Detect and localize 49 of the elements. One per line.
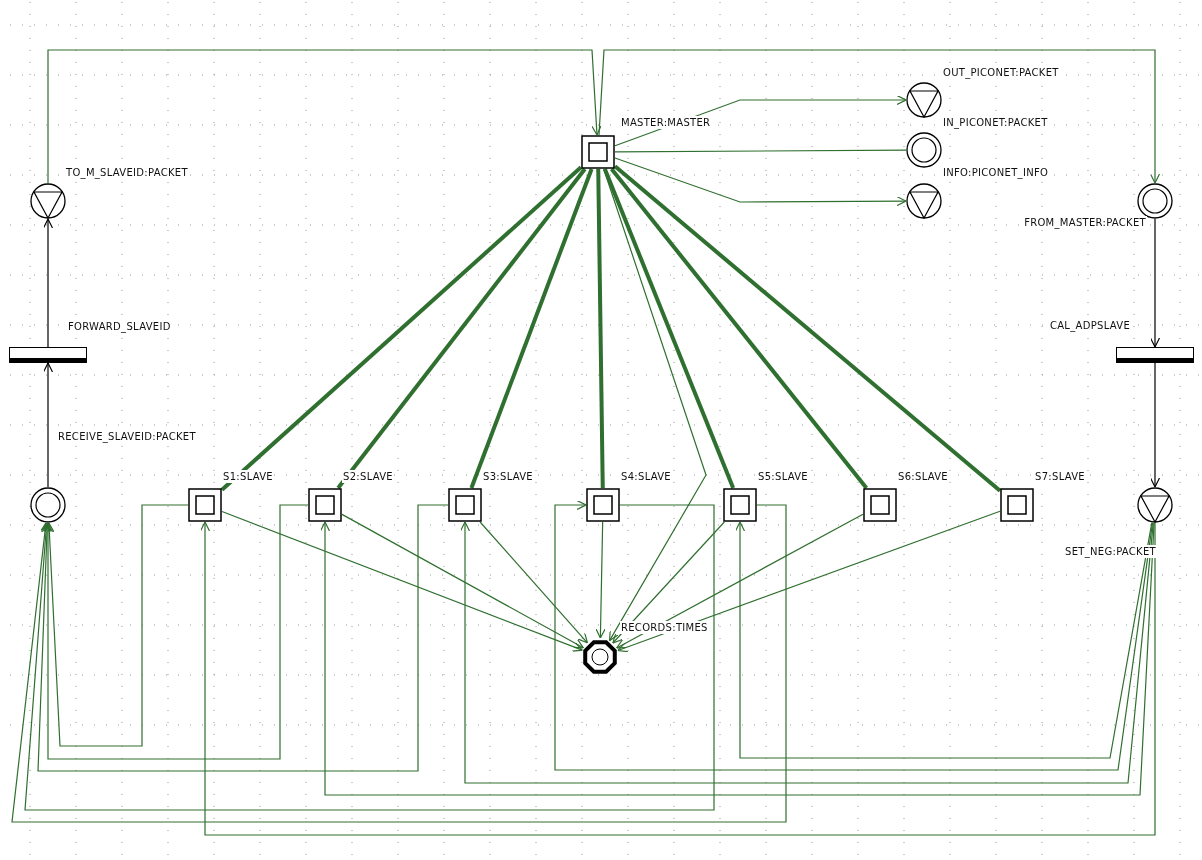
place-label: IN_PICONET:PACKET: [942, 116, 1049, 129]
place-label: INFO:PICONET_INFO: [942, 166, 1050, 179]
arrow: [603, 168, 707, 642]
arrow: [42, 504, 309, 760]
connector-line: [614, 149, 907, 153]
arrow: [341, 513, 584, 649]
place-label: RECEIVE_SLAVEID:PACKET: [57, 430, 197, 443]
arrow: [595, 521, 606, 639]
arrow: [1149, 218, 1161, 348]
arrow: [614, 94, 907, 147]
arrow: [617, 510, 1001, 653]
place-label: S2:SLAVE: [342, 470, 394, 483]
connector-line: [613, 164, 1002, 493]
arrow: [612, 521, 725, 644]
place-label: S1:SLAVE: [222, 470, 274, 483]
arrow: [598, 49, 1161, 184]
arrow: [319, 521, 1155, 796]
arrow: [554, 499, 1154, 771]
arrow: [42, 218, 54, 348]
place-label: RECORDS:TIMES: [620, 621, 709, 634]
arrow: [37, 504, 449, 772]
arrow: [47, 49, 602, 184]
place-label: SET_NEG:PACKET: [1064, 545, 1157, 558]
place-label: S5:SLAVE: [757, 470, 809, 483]
arrow: [199, 521, 1156, 836]
place-label: MASTER:MASTER: [620, 116, 712, 129]
arrow: [459, 521, 1154, 784]
place-label: CAL_ADPSLAVE: [1048, 319, 1131, 332]
place-label: FROM_MASTER:PACKET: [1023, 216, 1147, 229]
arrow: [616, 513, 864, 649]
connector-line: [603, 168, 735, 489]
place-label: S6:SLAVE: [897, 470, 949, 483]
connector-line: [220, 165, 583, 492]
place-label: FORWARD_SLAVEID: [67, 320, 172, 333]
connector-line: [469, 168, 594, 489]
arrow: [42, 362, 54, 488]
arrow: [221, 510, 583, 652]
arrow: [1149, 362, 1161, 488]
arrow: [614, 157, 907, 207]
place-label: S3:SLAVE: [482, 470, 534, 483]
connector-line: [336, 167, 587, 490]
place-label: S4:SLAVE: [620, 470, 672, 483]
arrow: [479, 521, 588, 644]
place-label: TO_M_SLAVEID:PACKET: [65, 166, 189, 179]
connector-line: [596, 168, 605, 489]
place-label: S7:SLAVE: [1034, 470, 1086, 483]
connector-line: [610, 167, 868, 490]
place-label: OUT_PICONET:PACKET: [942, 66, 1060, 79]
arrow: [734, 521, 1153, 759]
